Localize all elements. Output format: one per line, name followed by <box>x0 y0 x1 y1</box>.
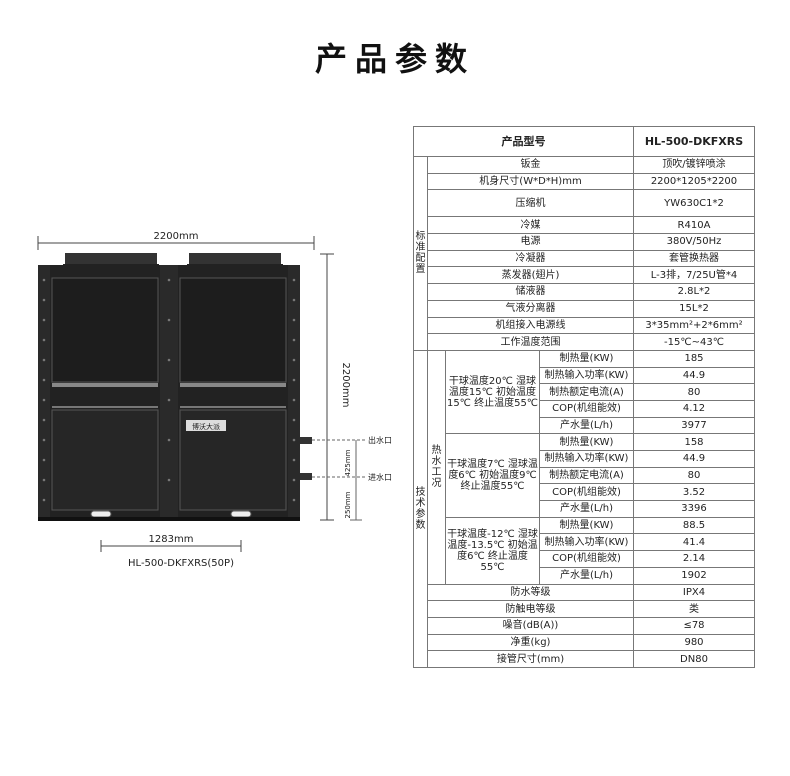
condition-2: 干球温度7℃ 湿球温度6℃ 初始温度9℃ 终止温度55℃ <box>445 433 540 518</box>
table-row: 噪音(dB(A))≤78 <box>414 616 755 635</box>
table-row: 工作温度范围-15℃~43℃ <box>414 333 755 351</box>
table-header-row: 产品型号 HL-500-DKFXRS <box>413 126 755 157</box>
table-row: 接管尺寸(mm)DN80 <box>414 650 755 668</box>
table-row: 标准配置 钣金 顶吹/镀锌喷涂 <box>413 156 755 351</box>
condition-1: 干球温度20℃ 湿球温度15℃ 初始温度15℃ 终止温度55℃ <box>445 349 540 435</box>
hot-water-group-label: 热水工况 <box>427 349 446 585</box>
inlet-label: 进水口 <box>368 472 392 482</box>
tech-group-label: 技术参数 <box>413 349 428 668</box>
bottom-dim-label: 1283mm <box>149 534 194 545</box>
width-label: 2200mm <box>154 231 199 242</box>
outlet-label: 出水口 <box>368 435 392 445</box>
table-row: 蒸发器(翅片)L-3排，7/25U管*4 <box>414 266 755 285</box>
spec-table: 产品型号 HL-500-DKFXRS 标准配置 钣金 顶吹/镀锌喷涂 机身尺寸(… <box>413 126 755 668</box>
model-caption: HL-500-DKFXRS(50P) <box>128 558 234 569</box>
table-row: 产水量(L/h)3977 <box>414 416 755 435</box>
brand-badge-text: 博沃大派 <box>192 422 220 431</box>
header-label: 产品型号 <box>413 126 634 157</box>
table-row: 净重(kg)980 <box>414 633 755 652</box>
table-row: 干球温度7℃ 湿球温度6℃ 初始温度9℃ 终止温度55℃ 制热量(KW) 158 <box>414 433 755 518</box>
table-row: 防触电等级类 <box>414 600 755 618</box>
table-row: COP(机组能效)2.14 <box>414 550 755 568</box>
unit-drawing: 2200mm 2200mm <box>37 231 392 569</box>
unit-body: 博沃大派 <box>38 265 300 521</box>
page-title: 产品参数 <box>314 40 475 78</box>
table-row: 技术参数 热水工况 干球温度20℃ 湿球温度15℃ 初始温度15℃ 终止温度55… <box>413 349 755 668</box>
pipe-dim-425: 425mm <box>344 449 352 476</box>
height-dimension: 2200mm <box>320 253 351 521</box>
bottom-dimension: 1283mm <box>100 534 242 552</box>
outlet-pipe <box>300 437 312 444</box>
inlet-pipe <box>300 473 312 480</box>
table-row: 干球温度-12℃ 湿球温度-13.5℃ 初始温度6℃ 终止温度55℃ 制热量(K… <box>414 516 755 585</box>
brand-badge <box>186 420 226 431</box>
height-label: 2200mm <box>340 363 351 408</box>
width-dimension: 2200mm <box>37 231 315 250</box>
condition-3: 干球温度-12℃ 湿球温度-13.5℃ 初始温度6℃ 终止温度55℃ <box>445 516 540 585</box>
table-row: 制热输入功率(KW)44.9 <box>414 366 755 385</box>
table-row: 制热输入功率(KW)41.4 <box>414 533 755 552</box>
header-value: HL-500-DKFXRS <box>633 126 755 157</box>
standard-group-label: 标准配置 <box>413 156 428 351</box>
table-row: 冷凝器套管换热器 <box>414 249 755 268</box>
table-row: 制热输入功率(KW)44.9 <box>414 450 755 468</box>
pipe-dim-250: 250mm <box>344 491 352 518</box>
